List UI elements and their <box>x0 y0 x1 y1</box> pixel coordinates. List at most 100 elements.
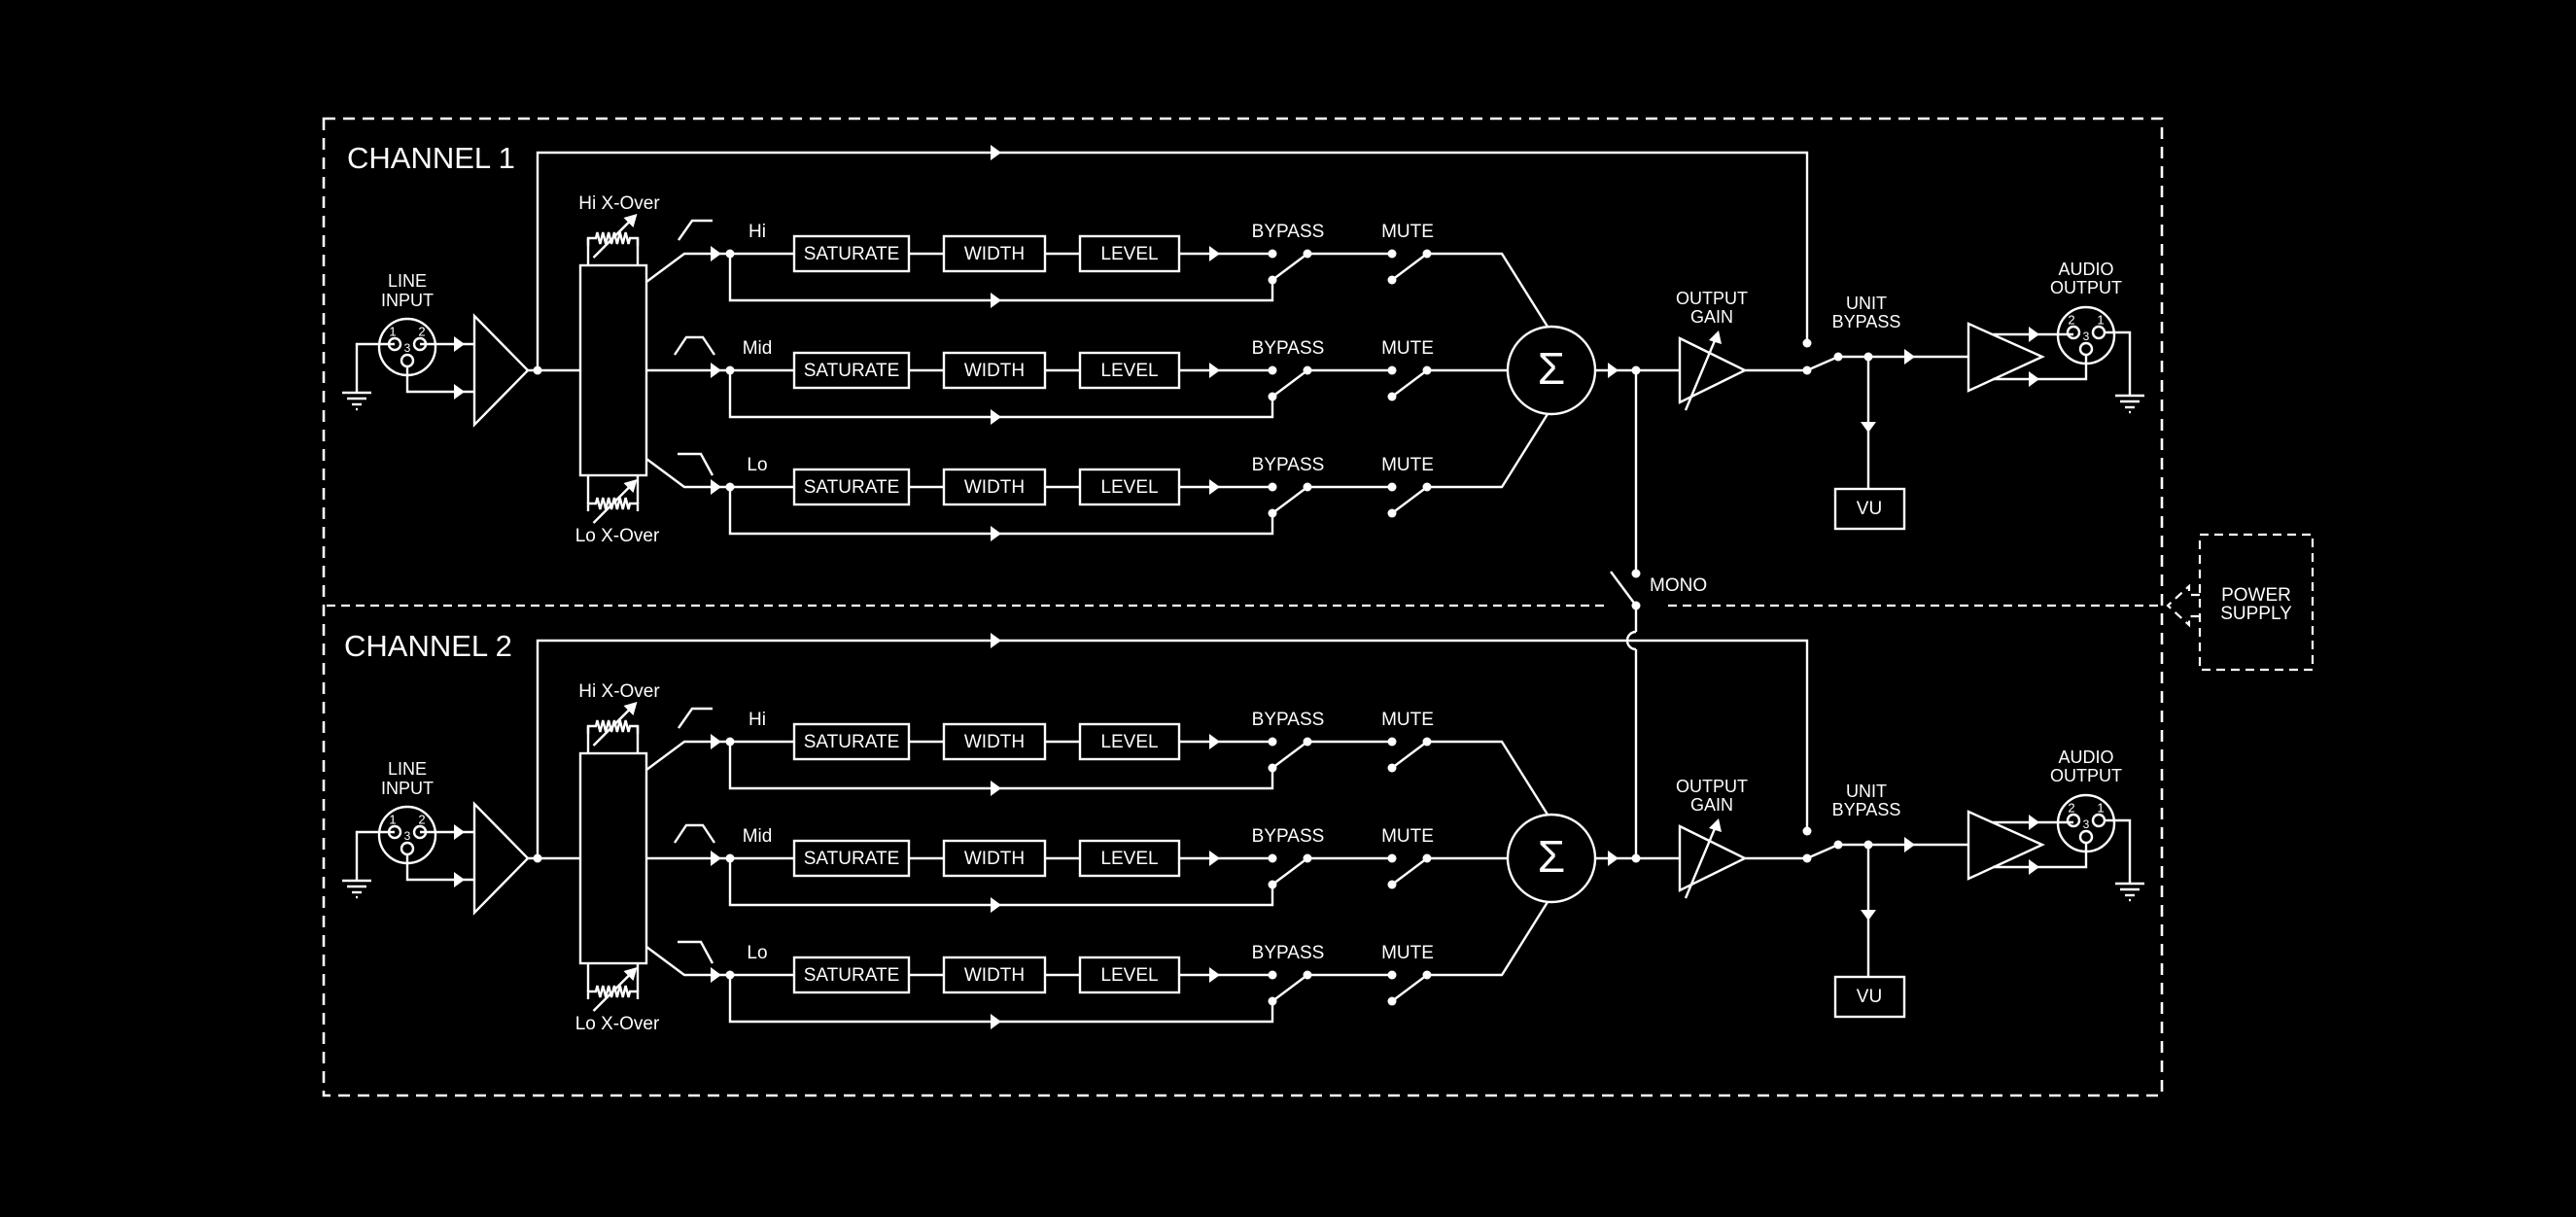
ground-icon <box>342 879 371 899</box>
adjust-arrow-shaft <box>592 971 634 1012</box>
hi-xover-label: Hi X-Over <box>578 681 660 702</box>
switch-blade <box>1391 369 1428 398</box>
block-label: WIDTH <box>964 965 1025 986</box>
audio-output-label: OUTPUT <box>2050 766 2122 785</box>
switch-contact <box>1268 970 1277 980</box>
hi-xover-label: Hi X-Over <box>578 193 660 214</box>
bypass-label: BYPASS <box>1252 338 1325 359</box>
switch-contact <box>1387 482 1397 492</box>
output-gain-label: OUTPUT <box>1676 777 1748 796</box>
bypass-label: BYPASS <box>1252 455 1325 475</box>
arrow-right-icon <box>1209 363 1220 378</box>
arrow-right-icon <box>1904 837 1915 852</box>
switch-blade <box>1271 741 1308 769</box>
arrow-right-icon <box>454 824 465 840</box>
block-label: WIDTH <box>964 732 1025 752</box>
arrow-right-icon <box>991 526 1001 541</box>
sum-input <box>1427 901 1549 977</box>
vu-box <box>1833 975 1906 1019</box>
arrow-right-icon <box>711 363 721 378</box>
switch-contact <box>1802 826 1812 836</box>
band-label: Hi <box>748 222 766 242</box>
vu-label: VU <box>1857 987 1882 1007</box>
xlr-pin-label: 3 <box>404 829 411 843</box>
block-label: LEVEL <box>1100 477 1158 498</box>
input-amplifier-icon <box>472 313 530 428</box>
arrow-right-icon <box>711 246 721 261</box>
output-amplifier-icon <box>1967 322 2045 393</box>
sum-input <box>1427 413 1549 489</box>
unit-bypass-label: BYPASS <box>1832 800 1901 819</box>
vu-meter: VU <box>1833 845 1906 1019</box>
xlr-pin-label: 2 <box>418 812 425 826</box>
switch-contact <box>1631 569 1641 578</box>
block-label: LEVEL <box>1100 361 1158 381</box>
ground-wire <box>2105 330 2132 395</box>
arrow-down-icon <box>1861 910 1876 921</box>
arrow-right-icon <box>711 851 721 866</box>
bypass-switch <box>1268 853 1312 889</box>
enclosure-border <box>322 117 2164 1097</box>
block-label: WIDTH <box>964 849 1025 869</box>
switch-contact <box>1268 249 1277 259</box>
vu-meter: VU <box>1833 357 1906 531</box>
summing-node: Σ <box>1506 325 1680 416</box>
line-input-label: LINE <box>388 759 427 779</box>
xlr-pin-label: 1 <box>2097 312 2104 327</box>
summing-node: Σ <box>1506 813 1680 904</box>
switch-blade <box>1271 974 1308 1002</box>
arrow-right-icon <box>1608 363 1619 378</box>
arrow-right-icon <box>2029 815 2039 830</box>
bypass-switch <box>1268 482 1312 518</box>
arrow-right-icon <box>2029 371 2039 387</box>
sum-input <box>1427 252 1549 328</box>
band-pass-icon <box>674 823 715 844</box>
line-input-label: INPUT <box>381 779 434 798</box>
mono-switch: MONO <box>1610 370 1707 858</box>
mute-label: MUTE <box>1381 455 1434 475</box>
arrow-right-icon <box>454 384 465 400</box>
bypass-switch <box>1268 737 1312 773</box>
arrow-right-icon <box>454 872 465 887</box>
arrow-down-icon <box>1861 422 1876 433</box>
wire-crossover-hop <box>1625 630 1637 651</box>
adjust-arrow-head <box>623 967 638 981</box>
xlr-body <box>2056 305 2116 365</box>
hi-xover-pot-icon <box>586 214 640 259</box>
bypass-switch <box>1268 365 1312 401</box>
gain-adjust-arrow <box>1684 825 1718 899</box>
arrow-right-icon <box>991 409 1001 425</box>
switch-blade <box>1391 253 1428 281</box>
block-label: SATURATE <box>804 361 900 381</box>
cold-wire <box>405 366 474 394</box>
ground-icon <box>342 391 371 411</box>
switch-blade <box>1806 843 1839 860</box>
arrow-right-icon <box>1904 349 1915 365</box>
arrow-right-icon <box>1209 734 1220 749</box>
power-supply-box <box>2198 533 2315 672</box>
output-amplifier-icon <box>1967 810 2045 881</box>
unit-bypass-feed <box>536 633 1812 858</box>
ground-icon <box>2115 394 2144 414</box>
switch-contact <box>1802 338 1812 348</box>
sigma-icon: Σ <box>1538 343 1565 394</box>
variable-gain-amplifier-icon <box>1678 824 1748 892</box>
audio-output-label: AUDIO <box>2058 260 2113 279</box>
high-pass-icon <box>678 219 713 241</box>
ground-wire <box>355 830 395 880</box>
switch-contact <box>1268 853 1277 863</box>
xlr-body <box>2056 793 2116 853</box>
input-amplifier-icon <box>472 801 530 916</box>
hi-xover-pot-icon <box>586 702 640 747</box>
gain-adjust-arrow <box>1684 337 1718 411</box>
